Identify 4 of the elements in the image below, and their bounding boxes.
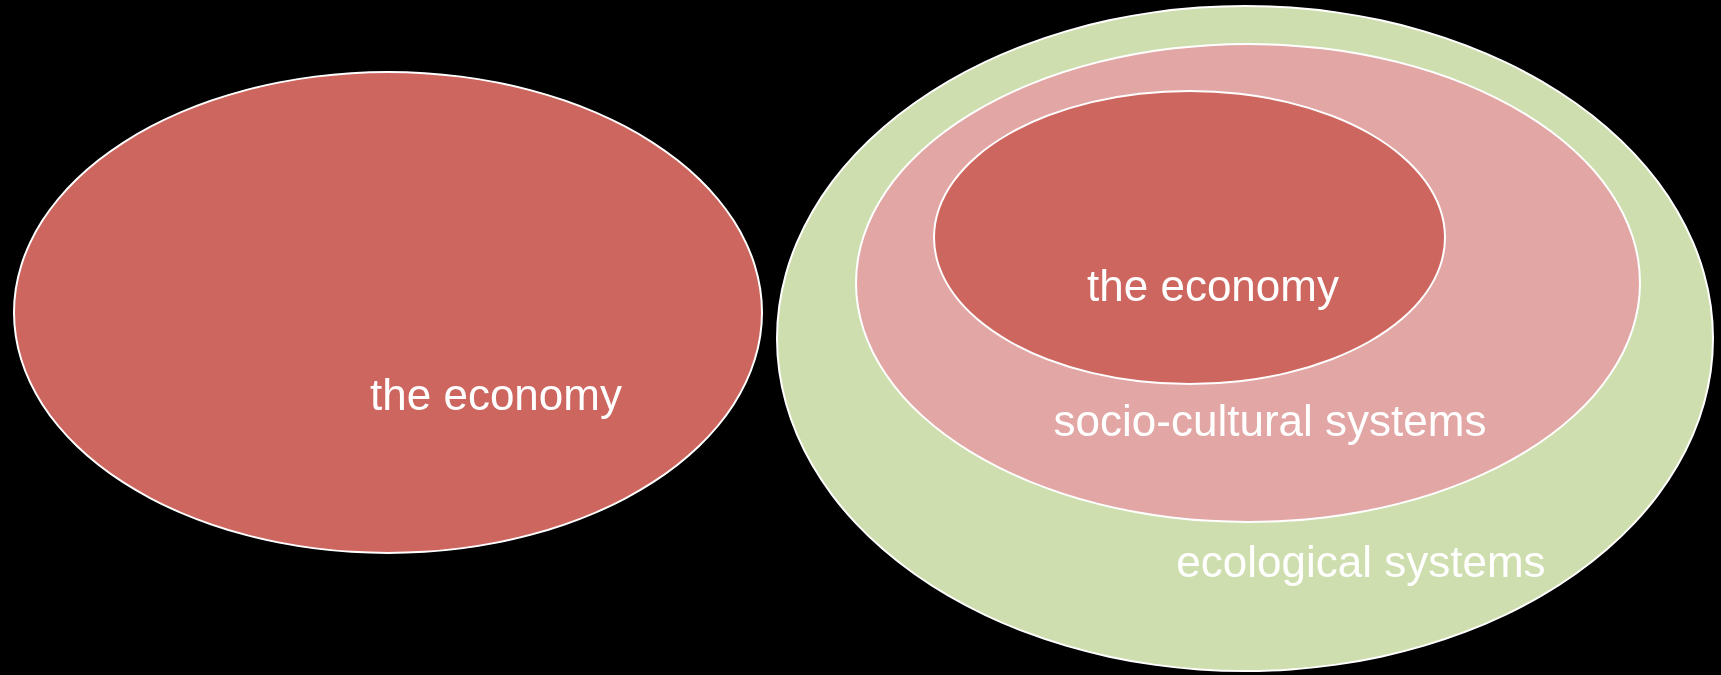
region-label: the economy — [370, 370, 622, 420]
region-label: the economy — [1087, 261, 1339, 311]
region-label: socio-cultural systems — [1053, 396, 1487, 446]
region-label: ecological systems — [1176, 537, 1546, 587]
